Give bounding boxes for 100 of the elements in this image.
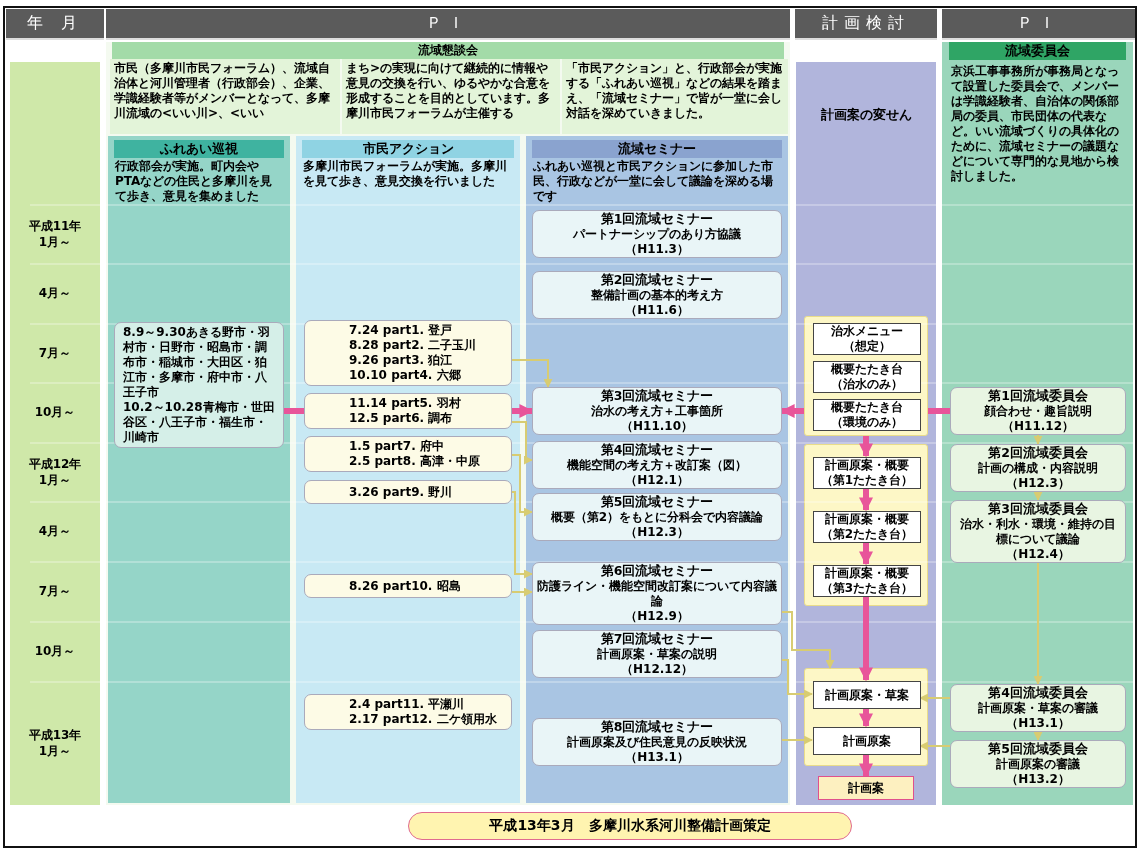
event-text: 9.26 part3. 狛江 (348, 353, 454, 368)
arrow (512, 404, 534, 418)
event-text: （H13.1） (1006, 715, 1070, 731)
event-text: 計画原案・草案の審議 (978, 700, 1098, 716)
plan-box (813, 681, 921, 709)
lane-panel (796, 62, 936, 805)
event-text: （H11.10） (621, 418, 693, 434)
plan-box (813, 511, 921, 543)
plan-text: 計画原案・草案 (825, 687, 909, 703)
arrow (781, 611, 835, 669)
lane-panel (942, 42, 1133, 805)
arrow (859, 708, 873, 728)
arrow (1033, 731, 1043, 741)
plan-text: 概要たたき台（環境のみ） (830, 400, 904, 430)
committee-box (950, 500, 1126, 563)
group-heading: 流域懇談会 (112, 42, 784, 59)
event-text: 7.24 part1. 登戸 (348, 323, 454, 338)
column-header: 年 月 (6, 9, 104, 40)
event-title: 第2回流域セミナー (600, 272, 714, 288)
event-text: 10.10 part4. 六郷 (348, 368, 462, 383)
event-text: 治水・利水・環境・維持の目標について議論 (959, 516, 1117, 547)
event-text: パートナーシップのあり方協議 (573, 226, 741, 242)
seminar-box (532, 630, 782, 678)
event-text: （H13.1） (625, 749, 689, 765)
action-box (304, 480, 512, 504)
event-title: 第8回流域セミナー (600, 719, 714, 735)
lane-description: ふれあい巡視と市民アクションに参加した市民、行政などが一堂に会して議論を深める場です (533, 159, 774, 205)
plan-text: 治水メニュー（想定） (830, 324, 904, 354)
group-description: まち>の実現に向けて継続的に情報や意見の交換を行い、ゆるやかな合意を形成することを目的としています。多摩川市民フォーラムが主催する (342, 59, 560, 134)
period-label: 平成11年1月～ (27, 218, 83, 251)
period-label: 平成12年1月～ (27, 456, 83, 489)
group-description: 市民（多摩川市民フォーラム）、流域自治体と河川管理者（行政部会）、企業、学識経験者等がメンバーとなって、多摩川流域の<いい川>、<いい (110, 59, 340, 134)
event-title: 第1回流域セミナー (600, 211, 714, 227)
event-text: 概要（第2）をもとに分科会で内容議論 (550, 509, 764, 525)
event-text: 8.28 part2. 二子玉川 (348, 338, 478, 353)
event-text: 1.5 part7. 府中 (348, 439, 445, 454)
event-text: 11.14 part5. 羽村 (348, 396, 462, 411)
event-text: （H11.12） (1002, 418, 1074, 434)
arrow (1033, 434, 1043, 445)
committee-box (950, 444, 1126, 492)
event-title: 第3回流域セミナー (600, 388, 714, 404)
arrow (1033, 562, 1043, 685)
stage-panel (804, 444, 928, 606)
event-text: （H12.9） (625, 608, 689, 624)
plan-box (813, 399, 921, 431)
seminar-box (532, 562, 782, 625)
committee-box (950, 684, 1126, 732)
committee-box (950, 387, 1126, 435)
arrow (511, 421, 533, 465)
plan-text: 計画原案・概要（第1たたき台） (819, 458, 915, 488)
event-text: （H12.3） (625, 524, 689, 540)
result-banner (408, 812, 852, 840)
plan-text: 計画原案・概要（第3たたき台） (819, 566, 915, 596)
arrow (1033, 491, 1043, 501)
plan-text: 計画原案・概要（第2たたき台） (819, 512, 915, 542)
group-description: 「市民アクション」と、行政部会が実施する「ふれあい巡視」などの結果を踏まえ、「流域セミナー」で皆が一堂に会し対話を深めていきました。 (562, 59, 788, 134)
lane-description: 多摩川市民フォーラムが実施。多摩川を見て歩き、意見交換を行いました (303, 159, 508, 190)
lane-heading: 流域セミナー (532, 140, 782, 158)
lane-heading: 計画案の変せん (819, 106, 913, 124)
arrow (511, 587, 533, 597)
plan-text: 概要たたき台（治水のみ） (830, 362, 904, 392)
arrow (919, 693, 951, 703)
arrow (781, 735, 813, 745)
arrow (511, 359, 553, 388)
event-title: 第4回流域委員会 (988, 685, 1088, 701)
lane-panel (108, 136, 290, 803)
plan-text: 計画原案 (843, 733, 891, 749)
action-box (304, 574, 512, 598)
action-box (304, 320, 512, 386)
action-box (304, 694, 512, 730)
event-text: （H12.4） (1006, 546, 1070, 562)
arrow (859, 754, 873, 778)
lane-heading: ふれあい巡視 (114, 140, 284, 158)
plan-box (813, 361, 921, 393)
event-text: 計画原案の審議 (996, 756, 1080, 772)
event-text: 10.2～10.28青梅市・世田谷区・八王子市・福生市・川崎市 (123, 400, 275, 445)
result-box (818, 776, 914, 800)
patrol-box (114, 322, 284, 448)
plan-box (813, 457, 921, 489)
action-box (304, 436, 512, 472)
event-text: （H11.3） (625, 241, 689, 257)
period-label: 7月～ (37, 345, 73, 362)
seminar-box (532, 271, 782, 319)
event-text: （H12.1） (625, 472, 689, 488)
event-text: 8.26 part10. 昭島 (348, 578, 462, 594)
period-label: 4月～ (37, 524, 73, 540)
committee-box (950, 740, 1126, 788)
event-text: 3.26 part9. 野川 (348, 484, 454, 500)
event-title: 第5回流域委員会 (988, 741, 1088, 757)
lane-panel (526, 136, 788, 803)
arrow (780, 404, 804, 418)
event-text: （H12.12） (621, 661, 693, 677)
lane-heading: 市民アクション (302, 140, 514, 158)
event-title: 第7回流域セミナー (600, 631, 714, 647)
seminar-box (532, 387, 782, 435)
action-box (304, 393, 512, 429)
event-text: 2.17 part12. 二ケ領用水 (348, 712, 498, 727)
event-text: 治水の考え方＋工事箇所 (591, 403, 723, 419)
arrow (511, 454, 533, 517)
banner-text: 平成13年3月 多摩川水系河川整備計画策定 (489, 817, 771, 835)
